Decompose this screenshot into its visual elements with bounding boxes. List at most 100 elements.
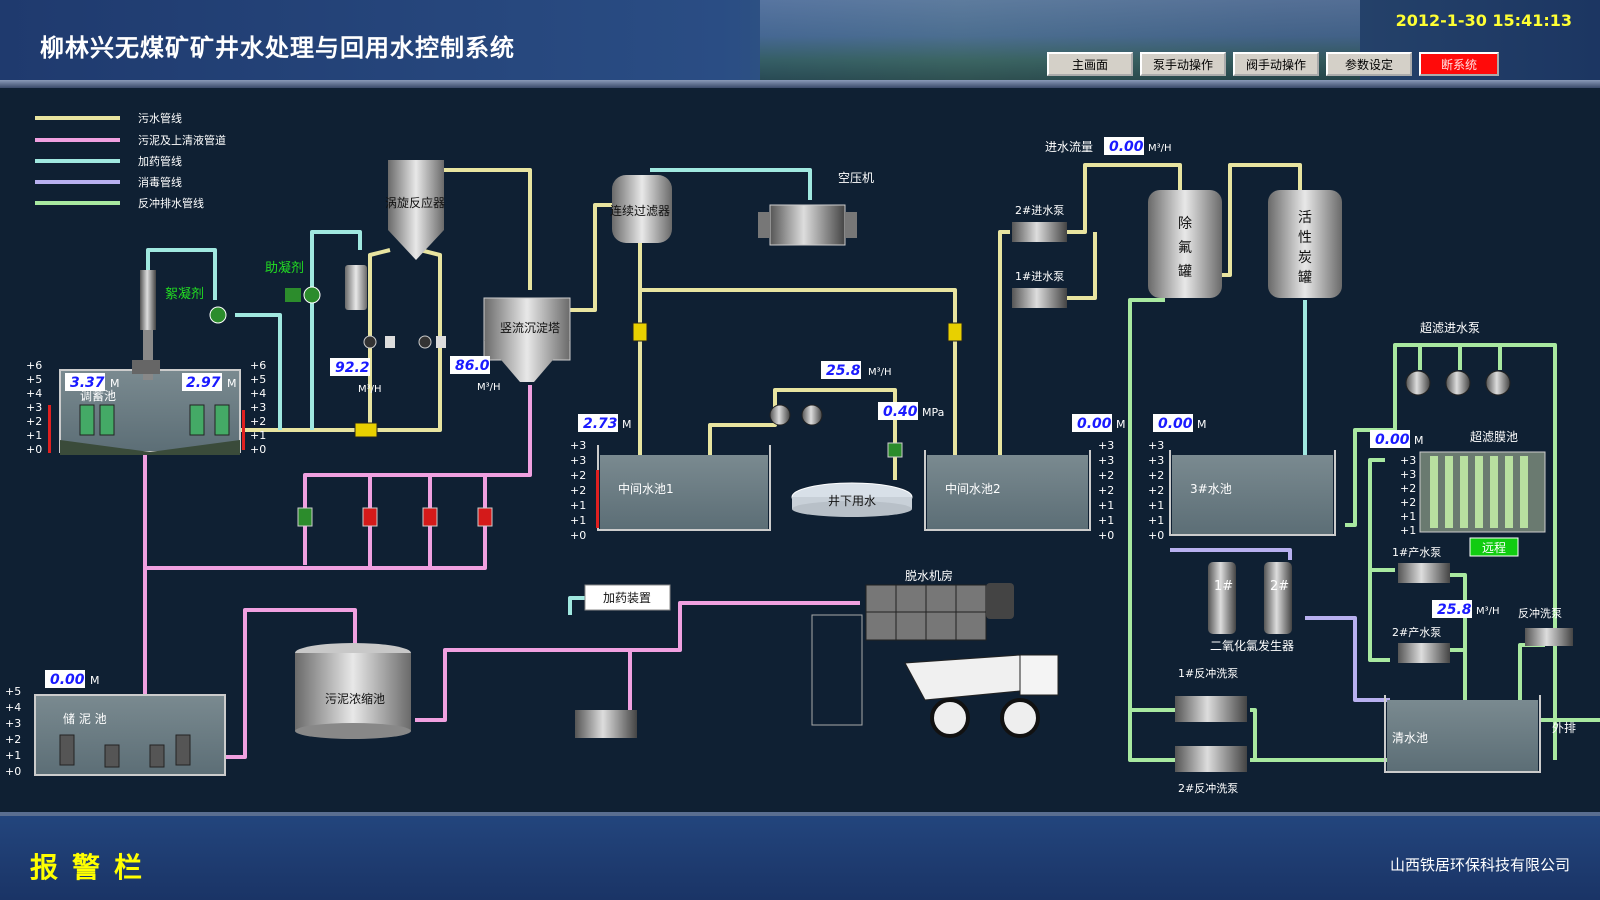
continuous-filter-label: 连续过滤器 <box>610 203 670 218</box>
parameter-settings-button[interactable]: 参数设定 <box>1326 52 1412 76</box>
svg-text:+1: +1 <box>1098 499 1114 512</box>
pool-3-scale: +3+3 +2+2 +1+1 +0 <box>1148 439 1164 542</box>
dewatering-label: 脱水机房 <box>905 568 953 583</box>
remote-button[interactable]: 远程 <box>1469 537 1519 557</box>
lift-pump-1[interactable] <box>769 404 791 426</box>
sludge-storage-label: 储 泥 池 <box>63 711 107 726</box>
svg-text:+3: +3 <box>250 401 266 414</box>
inflow-label: 进水流量 <box>1045 140 1093 154</box>
svg-text:+6: +6 <box>26 359 42 372</box>
remote-label: 远程 <box>1482 540 1506 555</box>
pool-1-level: 2.73 <box>583 416 618 432</box>
product-pump-1-label: 1#产水泵 <box>1392 545 1441 559</box>
sludge-valve-2[interactable] <box>362 507 378 527</box>
inlet-pump-2-label: 2#进水泵 <box>1015 204 1064 217</box>
flocculant-pump[interactable] <box>209 306 227 324</box>
product-pump-2-label: 2#产水泵 <box>1392 625 1441 639</box>
backwash-pump-1-label: 1#反冲洗泵 <box>1178 666 1238 680</box>
filter-valve-1[interactable] <box>632 322 648 342</box>
generator-2-label: 2# <box>1270 579 1289 594</box>
process-diagram: 污水管线 污泥及上清液管道 加药管线 消毒管线 反冲排水管线 <box>0 88 1600 808</box>
backwash-pump-2[interactable] <box>1175 746 1247 772</box>
svg-text:+0: +0 <box>1148 529 1164 542</box>
dosing-unit-label: 加药装置 <box>603 591 651 605</box>
svg-text:+2: +2 <box>5 733 21 746</box>
product-pump-1[interactable] <box>1398 563 1450 583</box>
backwash-pump-label: 反冲洗泵 <box>1518 606 1562 620</box>
pool-3: 3#水池 <box>1169 450 1336 536</box>
svg-text:+3: +3 <box>1098 454 1114 467</box>
inlet-pump-2[interactable] <box>1012 222 1067 242</box>
legend-disinfect: 消毒管线 <box>138 175 182 189</box>
sludge-valve-3[interactable] <box>422 507 438 527</box>
filter-valve-2[interactable] <box>947 322 963 342</box>
backwash-pump[interactable] <box>1525 628 1573 646</box>
defluorination-label-3: 罐 <box>1178 264 1192 280</box>
page-title: 柳林兴无煤矿矿井水处理与回用水控制系统 <box>40 34 515 62</box>
carbon-label-4: 罐 <box>1298 270 1312 286</box>
svg-text:+5: +5 <box>26 373 42 386</box>
lift-pump-2[interactable] <box>801 404 823 426</box>
backwash-pump-1[interactable] <box>1175 696 1247 722</box>
sludge-storage-tank: 储 泥 池 <box>34 694 226 776</box>
defluorination-label-2: 氟 <box>1178 240 1192 256</box>
svg-text:+2: +2 <box>1098 469 1114 482</box>
sludge-valve-1[interactable] <box>297 507 313 527</box>
svg-text:+3: +3 <box>1148 454 1164 467</box>
regulating-tank-scale-right: +6+5 +4+3 +2+1 +0 <box>250 359 266 456</box>
uf-inlet-pump-1[interactable] <box>1405 370 1431 396</box>
legend-sludge: 污泥及上清液管道 <box>138 133 226 147</box>
uf-inlet-pump-2[interactable] <box>1445 370 1471 396</box>
svg-text:+3: +3 <box>1148 439 1164 452</box>
svg-text:M: M <box>1116 418 1126 431</box>
svg-text:M³/H: M³/H <box>1476 606 1500 617</box>
svg-text:M: M <box>1414 434 1424 447</box>
datetime-display: 2012-1-30 15:41:13 <box>1395 11 1572 30</box>
flow-valve-2[interactable] <box>418 335 446 349</box>
pressure-reading: 0.40 <box>883 404 918 420</box>
inlet-pump-1[interactable] <box>1012 288 1067 308</box>
pressure-valve[interactable] <box>887 442 903 458</box>
defluorination-label-1: 除 <box>1178 216 1192 232</box>
pool-2-scale: +3+3 +2+2 +1+1 +0 <box>1098 439 1114 542</box>
inflow-reading: 0.00 <box>1109 139 1144 155</box>
svg-text:MPa: MPa <box>922 406 944 419</box>
dosing-unit[interactable]: 加药装置 <box>584 584 671 611</box>
uf-membrane-pool: 超滤膜池 <box>1419 429 1546 533</box>
regulating-tank-scale-left: +6+5 +4+3 +2+1 +0 <box>26 359 42 456</box>
sludge-pump[interactable] <box>575 710 637 738</box>
legend: 污水管线 污泥及上清液管道 加药管线 消毒管线 反冲排水管线 <box>35 111 226 210</box>
main-inlet-valve[interactable] <box>354 422 378 438</box>
generator-1-label: 1# <box>1214 579 1233 594</box>
activated-carbon-tank: 活 性 炭 罐 <box>1268 190 1342 298</box>
coagulant-aid-pump[interactable] <box>285 286 321 304</box>
pool-3-level: 0.00 <box>1158 416 1193 432</box>
sludge-valve-4[interactable] <box>477 507 493 527</box>
svg-text:+2: +2 <box>1400 496 1416 509</box>
pipes <box>143 163 1600 762</box>
uf-inlet-pump-3[interactable] <box>1485 370 1511 396</box>
main-screen-button[interactable]: 主画面 <box>1047 52 1133 76</box>
svg-text:+0: +0 <box>1098 529 1114 542</box>
flow-valve-1[interactable] <box>363 335 395 349</box>
vortex-reactor: 涡旋反应器 <box>385 160 445 260</box>
clear-water-pool: 清水池 <box>1384 695 1541 773</box>
pump-manual-button[interactable]: 泵手动操作 <box>1140 52 1226 76</box>
intermediate-pool-2: 中间水池2 <box>924 450 1091 531</box>
title-bar: 柳林兴无煤矿矿井水处理与回用水控制系统 2012-1-30 15:41:13 主… <box>0 0 1600 80</box>
svg-text:+6: +6 <box>250 359 266 372</box>
svg-text:+2: +2 <box>1148 484 1164 497</box>
svg-text:+1: +1 <box>1400 524 1416 537</box>
intermediate-pool-2-label: 中间水池2 <box>945 481 1001 496</box>
product-pump-2[interactable] <box>1398 643 1450 663</box>
underground-water-label: 井下用水 <box>828 494 876 508</box>
svg-text:+0: +0 <box>5 765 21 778</box>
svg-text:+0: +0 <box>26 443 42 456</box>
clear-water-label: 清水池 <box>1392 731 1428 745</box>
system-disconnect-button[interactable]: 断系统 <box>1419 52 1499 76</box>
air-compressor[interactable]: 空压机 <box>758 171 874 246</box>
vertical-settler: 竖流沉淀塔 <box>483 297 571 382</box>
svg-text:M: M <box>227 377 237 390</box>
svg-text:M: M <box>622 418 632 431</box>
valve-manual-button[interactable]: 阀手动操作 <box>1233 52 1319 76</box>
